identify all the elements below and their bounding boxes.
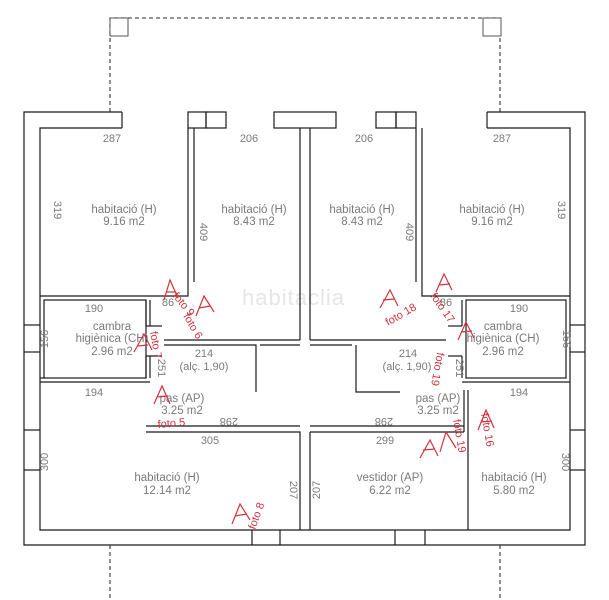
- photo-19-label: foto 19: [428, 351, 446, 386]
- dim-298-right: 298: [375, 415, 393, 427]
- room-name-h5: habitació (H): [134, 472, 199, 484]
- dim-287-right: 287: [493, 133, 511, 145]
- dim-300-left: 300: [39, 453, 51, 471]
- dim-207-left: 207: [287, 481, 299, 499]
- dim-305: 305: [201, 435, 219, 447]
- height-right: (alç. 1,90): [383, 361, 432, 373]
- dim-156-left: 156: [39, 330, 51, 348]
- room-name-h3: habitació (H): [329, 204, 394, 216]
- room-labels: habitació (H) 9.16 m2 habitació (H) 8.43…: [76, 204, 547, 497]
- room-name-vest: vestidor (AP): [357, 472, 424, 484]
- room-area-h4: 9.16 m2: [471, 216, 513, 228]
- room-area-pas1: 3.25 m2: [161, 405, 203, 417]
- dimension-labels: 287 206 206 287 319 409 409 319 190 86 8…: [39, 133, 572, 499]
- walls: [23, 111, 586, 546]
- photo-18-label: foto 18: [384, 301, 419, 328]
- dim-86-left: 86: [162, 297, 174, 309]
- room-name-pas2: pas (AP): [416, 393, 461, 405]
- dim-287-left: 287: [103, 133, 121, 145]
- room-area-h1: 9.16 m2: [103, 216, 145, 228]
- dim-300-right: 300: [559, 453, 571, 471]
- room-area-pas2: 3.25 m2: [417, 405, 459, 417]
- room-area-vest: 6.22 m2: [369, 485, 411, 497]
- terrace-outline: [109, 17, 501, 600]
- room-area-ch1: 2.96 m2: [91, 346, 133, 358]
- dim-319-left: 319: [51, 201, 63, 219]
- dim-207-right: 207: [311, 481, 323, 499]
- photo-8-label: foto 8: [247, 501, 268, 531]
- dim-251-right: 251: [453, 359, 465, 377]
- dim-86-right: 86: [440, 297, 452, 309]
- photo-5-label: foto 5: [157, 417, 185, 431]
- room-name-h2: habitació (H): [221, 204, 286, 216]
- dim-409-left: 409: [197, 223, 209, 241]
- dim-190-right: 190: [510, 303, 528, 315]
- watermark: habitaclia: [242, 285, 345, 310]
- room-area-h3: 8.43 m2: [341, 216, 383, 228]
- dim-409-right: 409: [403, 223, 415, 241]
- photo-16-label: foto 16: [478, 412, 496, 447]
- height-left: (alç. 1,90): [180, 361, 229, 373]
- dim-156-right: 156: [560, 330, 572, 348]
- room-name-pas1: pas (AP): [160, 393, 205, 405]
- dim-251-left: 251: [155, 359, 167, 377]
- dim-194-left: 194: [85, 387, 103, 399]
- room-area-h6: 5.80 m2: [493, 485, 535, 497]
- dim-190-left: 190: [85, 303, 103, 315]
- room-name2-ch2: higiènica (CH): [467, 333, 540, 345]
- room-name-h6: habitació (H): [481, 472, 546, 484]
- photo-19b-label: foto 19: [450, 418, 468, 453]
- dim-206-right: 206: [355, 133, 373, 145]
- room-name-ch2: cambra: [484, 321, 523, 333]
- room-name2-ch1: higiènica (CH): [76, 333, 149, 345]
- photo-6-label: foto 6: [180, 312, 204, 342]
- dim-319-right: 319: [555, 201, 567, 219]
- photo-7-label: foto 7: [147, 330, 164, 359]
- dim-206-left: 206: [240, 133, 258, 145]
- room-name-h1: habitació (H): [91, 204, 156, 216]
- room-name-ch1: cambra: [93, 321, 132, 333]
- photo-markers: [133, 272, 495, 525]
- dim-298-left: 298: [220, 415, 238, 427]
- dim-194-right: 194: [510, 387, 528, 399]
- terrace-posts: [109, 17, 502, 37]
- room-name-h4: habitació (H): [459, 204, 524, 216]
- dim-214-left: 214: [195, 348, 213, 360]
- room-area-h2: 8.43 m2: [233, 216, 275, 228]
- room-area-h5: 12.14 m2: [143, 485, 191, 497]
- dim-214-right: 214: [399, 348, 417, 360]
- dim-299: 299: [376, 435, 394, 447]
- room-area-ch2: 2.96 m2: [482, 346, 524, 358]
